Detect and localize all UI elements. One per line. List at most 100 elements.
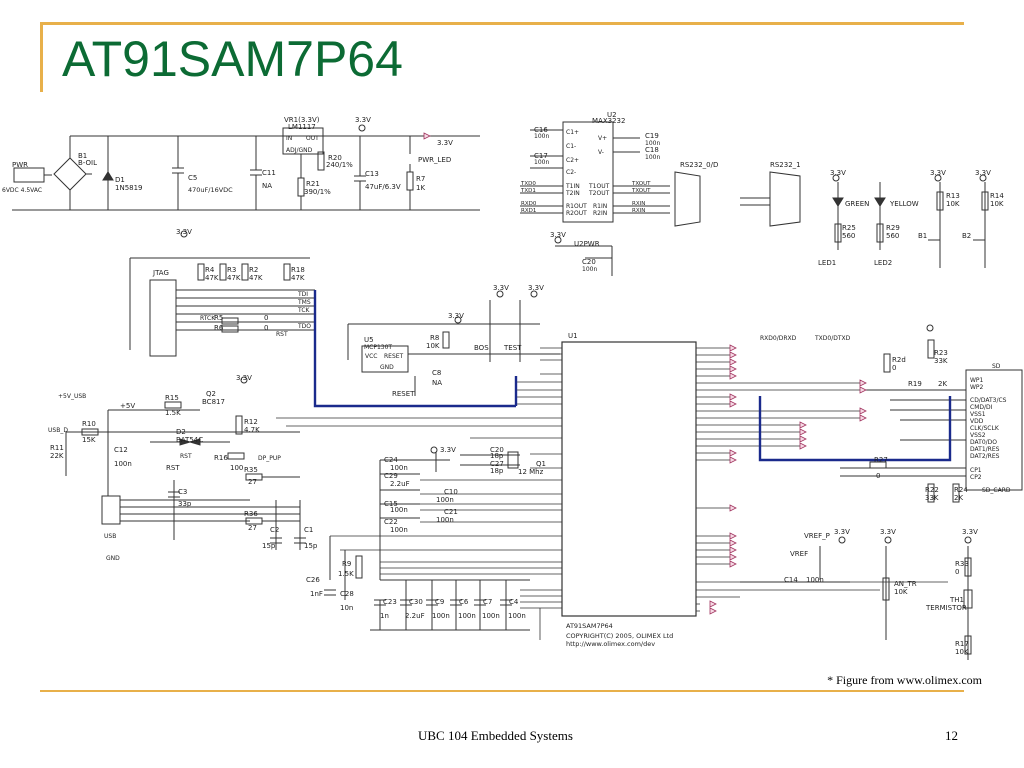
label-r7: R7 (416, 175, 425, 183)
label-d2-part: BAT54C (176, 436, 203, 444)
label-max-r2in: R2IN (593, 210, 607, 217)
figure-caption: * Figure from www.olimex.com (827, 673, 982, 687)
label-5v-usb: +5V_USB (58, 393, 86, 400)
label-r18-val: 47K (291, 274, 305, 282)
label-r5-val: 0 (264, 314, 268, 322)
label-pwr-note: 6VDC 4.5VAC (2, 187, 42, 194)
label-max-r1out: R1OUT (566, 203, 587, 210)
sd-pin-dat2: DAT2/RES (970, 453, 1000, 460)
label-c4-val: 100n (508, 612, 526, 620)
label-r4: R4 (205, 266, 215, 274)
net-rxd0: RXD0 (521, 201, 537, 207)
label-c30-val: 2.2uF (405, 612, 425, 620)
label-r14-val: 10K (990, 200, 1004, 208)
label-c3: C3 (178, 488, 187, 496)
footer-course: UBC 104 Embedded Systems (418, 728, 573, 743)
label-vr1-part: LM1117 (288, 123, 316, 131)
label-an-val: 10K (894, 588, 908, 596)
left-accent-rule (40, 22, 43, 92)
label-c12-val: 100n (114, 460, 132, 468)
label-u5-reset: RESET (384, 353, 404, 360)
label-c5-val: 470uF/16VDC (188, 186, 233, 194)
max3232-chip (562, 121, 614, 223)
label-c19-val: 100n (645, 140, 660, 147)
sd-card-connector (965, 369, 1023, 491)
label-r10: R10 (82, 420, 96, 428)
label-c14: C14 (784, 576, 798, 584)
diode-d1 (102, 171, 114, 181)
label-c24-val: 100n (390, 464, 408, 472)
label-rxd-dbg: RXD0/DRXD (760, 335, 797, 342)
label-r9-val: 1.5K (338, 570, 354, 578)
net-rst: RST (276, 331, 288, 338)
label-c4: C4 (509, 598, 519, 606)
label-q2-part: BC817 (202, 398, 225, 406)
label-r14: R14 (990, 192, 1004, 200)
label-bos: BOS (474, 344, 489, 352)
usb-connector (101, 495, 121, 525)
label-dp-pup: DP_PUP (258, 455, 281, 462)
label-c13-val: 47uF/6.3V (365, 183, 401, 191)
label-c17-val: 100n (534, 159, 549, 166)
label-3v3-e: 3.3V (930, 169, 946, 177)
label-r25-val: 560 (842, 232, 855, 240)
label-c23-val: 1n (380, 612, 389, 620)
label-r11-val: 22K (50, 452, 64, 460)
label-r29: R29 (886, 224, 900, 232)
mcp130t-chip (361, 345, 409, 373)
label-r4-val: 47K (205, 274, 219, 282)
label-r13: R13 (946, 192, 960, 200)
label-c28: C28 (340, 590, 354, 598)
sd-pin-clk: CLK/SCLK (970, 425, 1000, 432)
label-sd-card: SD_CARD (982, 487, 1011, 494)
label-c26-val: 1nF (310, 590, 323, 598)
label-c12: C12 (114, 446, 128, 454)
label-c24: C24 (384, 456, 398, 464)
label-max-r1in: R1IN (593, 203, 607, 210)
label-c26: C26 (306, 576, 320, 584)
label-th-part: TERMISTOR (925, 604, 967, 612)
label-r35-val: 27 (248, 478, 257, 486)
label-plus5: +5V (120, 402, 135, 410)
label-u1-part: AT91SAM7P64 (566, 622, 613, 630)
label-c7-val: 100n (482, 612, 500, 620)
label-r21-val: 390/1% (304, 188, 331, 196)
label-sd: SD (992, 363, 1001, 370)
label-r36-val: 27 (248, 524, 257, 532)
label-c19: C19 (645, 132, 659, 140)
label-u1: U1 (568, 332, 578, 340)
label-q2: Q2 (206, 390, 216, 398)
label-c29: C29 (384, 472, 398, 480)
label-r6: R6 (214, 324, 224, 332)
top-accent-rule (40, 22, 964, 25)
label-r22-val: 33K (925, 494, 939, 502)
label-c20-clk: C20 (490, 446, 504, 454)
label-r24-val: 2K (954, 494, 963, 502)
sd-pin-dat1: DAT1/RES (970, 446, 1000, 453)
label-c14-val: 100n (806, 576, 824, 584)
label-3v3-h: 3.3V (448, 312, 464, 320)
label-c2: C2 (270, 526, 279, 534)
label-r3: R3 (227, 266, 236, 274)
sd-pin-vss2: VSS2 (970, 432, 986, 439)
net-txd1: TXD1 (520, 188, 536, 194)
label-c20-clk-val: 18p (490, 452, 504, 460)
label-c30: C30 (409, 598, 423, 606)
label-r11: R11 (50, 444, 64, 452)
label-copyright-url: http://www.olimex.com/dev (566, 640, 655, 648)
resistor-r7 (406, 171, 414, 191)
label-3v3-c: 3.3V (550, 231, 566, 239)
pwr-connector (13, 167, 45, 183)
label-vref: VREF (790, 550, 808, 558)
label-3v3-k: 3.3V (834, 528, 850, 536)
label-r35: R35 (244, 466, 258, 474)
label-rst-a: RST (180, 453, 192, 460)
label-r22: R22 (925, 486, 939, 494)
label-max-vm: V- (598, 149, 604, 156)
label-led2: LED2 (874, 259, 892, 267)
net-rxd1: RXD1 (521, 208, 536, 214)
sd-pin-cd: CD/DAT3/CS (970, 397, 1007, 404)
label-r5: R5 (214, 314, 223, 322)
label-vr1: VR1(3.3V) (284, 116, 320, 124)
label-r17-val: 10K (955, 648, 969, 656)
